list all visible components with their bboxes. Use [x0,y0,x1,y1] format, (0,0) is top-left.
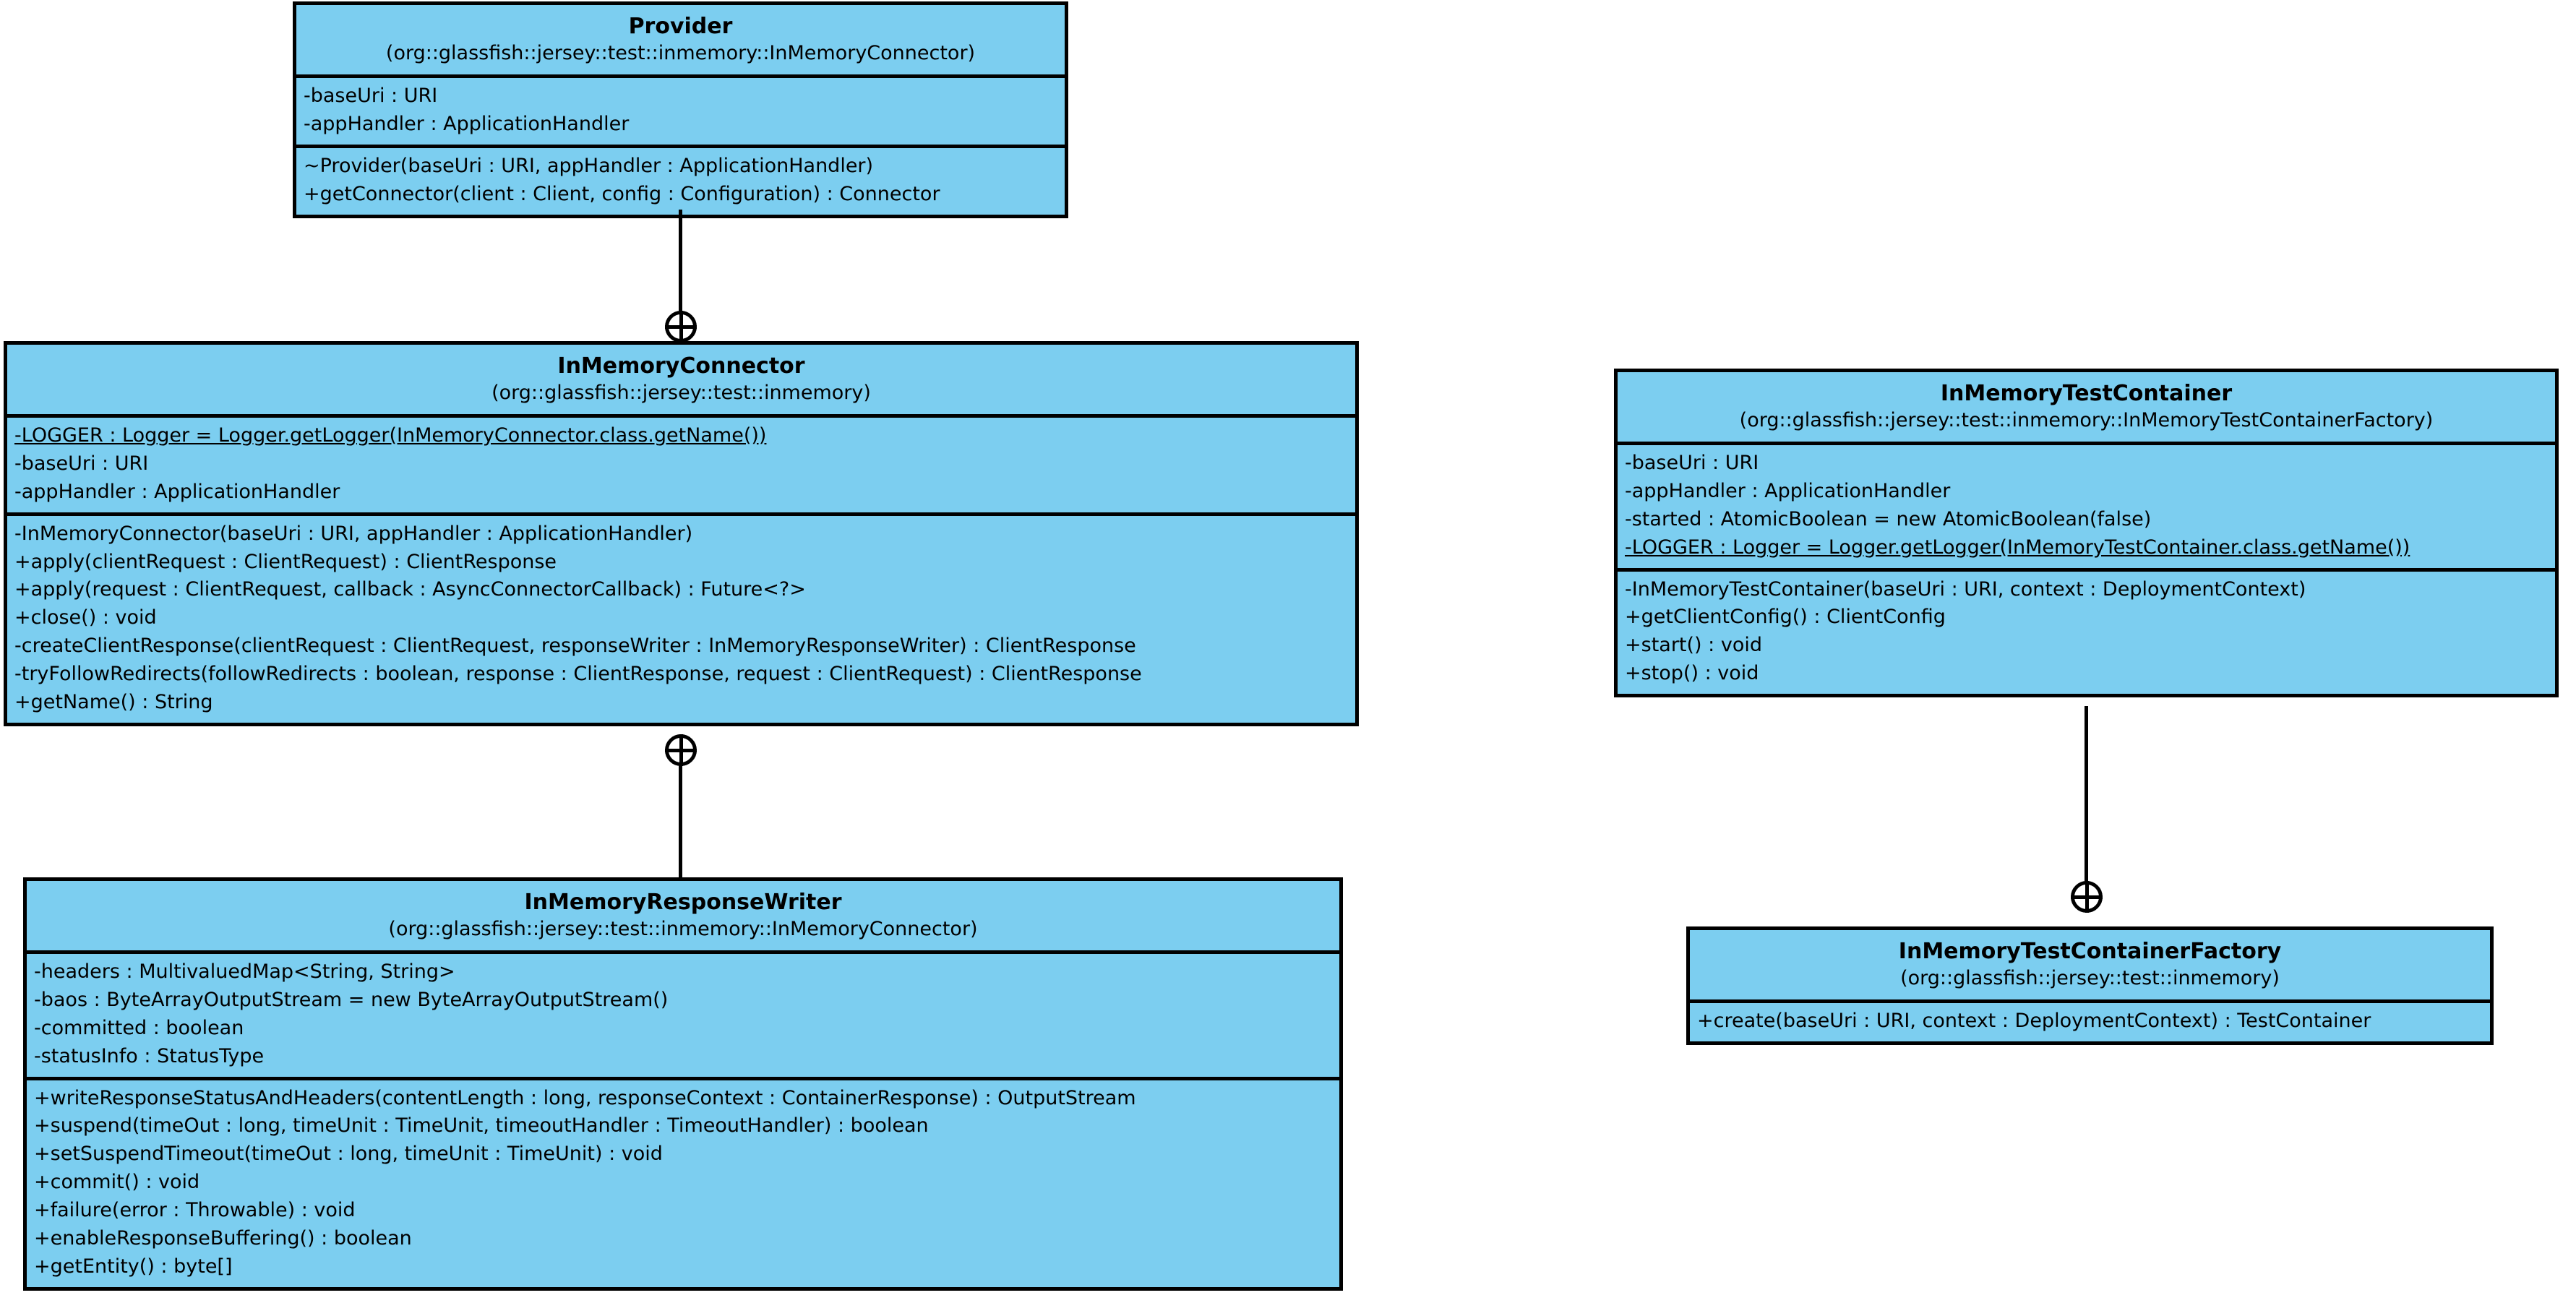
operation-row: +commit() : void [34,1171,200,1194]
class-box-inmemoryconnector[interactable]: InMemoryConnector (org::glassfish::jerse… [4,341,1359,726]
attribute-row-static: -LOGGER : Logger = Logger.getLogger(InMe… [14,424,767,447]
class-package-inmemorytestcontainerfactory: (org::glassfish::jersey::test::inmemory) [1900,967,2280,989]
connector-line-provider-inmemoryconnector [679,210,682,327]
operation-row: +getClientConfig() : ClientConfig [1625,606,1946,629]
class-operations-inmemoryresponsewriter: +writeResponseStatusAndHeaders(contentLe… [27,1076,1339,1287]
class-name-inmemorytestcontainer: InMemoryTestContainer [1940,381,2233,406]
class-attributes-inmemoryresponsewriter: -headers : MultivaluedMap<String, String… [27,950,1339,1077]
class-operations-inmemoryconnector: -InMemoryConnector(baseUri : URI, appHan… [7,512,1355,723]
operation-row: +setSuspendTimeout(timeOut : long, timeU… [34,1143,663,1166]
operation-row: +writeResponseStatusAndHeaders(contentLe… [34,1086,1136,1109]
operation-row: ~Provider(baseUri : URI, appHandler : Ap… [304,154,874,177]
class-attributes-inmemorytestcontainer: -baseUri : URI -appHandler : Application… [1618,442,2555,568]
connector-line-inmemoryconnector-inmemoryresponsewriter [679,765,682,879]
attribute-row: -appHandler : ApplicationHandler [1625,479,1951,502]
attribute-row: -headers : MultivaluedMap<String, String… [34,960,455,984]
class-attributes-inmemoryconnector: -LOGGER : Logger = Logger.getLogger(InMe… [7,414,1355,512]
class-header-inmemoryconnector: InMemoryConnector (org::glassfish::jerse… [7,345,1355,414]
class-name-inmemoryconnector: InMemoryConnector [557,353,805,379]
connector-line-inmemorytestcontainer-factory [2085,706,2088,897]
operation-row: +apply(request : ClientRequest, callback… [14,578,806,601]
class-operations-inmemorytestcontainer: -InMemoryTestContainer(baseUri : URI, co… [1618,567,2555,694]
class-box-inmemoryresponsewriter[interactable]: InMemoryResponseWriter (org::glassfish::… [23,877,1343,1291]
circle-plus-icon [2071,881,2103,913]
attribute-row-static: -LOGGER : Logger = Logger.getLogger(InMe… [1625,536,2410,559]
class-name-inmemorytestcontainerfactory: InMemoryTestContainerFactory [1898,939,2282,964]
class-package-inmemorytestcontainer: (org::glassfish::jersey::test::inmemory:… [1739,409,2434,431]
operation-row: +close() : void [14,606,157,629]
operation-row: +create(baseUri : URI, context : Deploym… [1697,1010,2371,1033]
attribute-row: -baseUri : URI [304,85,438,108]
class-header-inmemorytestcontainerfactory: InMemoryTestContainerFactory (org::glass… [1690,930,2490,999]
circle-plus-icon [665,734,697,766]
operation-row: +getConnector(client : Client, config : … [304,182,940,205]
class-operations-inmemorytestcontainerfactory: +create(baseUri : URI, context : Deploym… [1690,999,2490,1041]
operation-row: -createClientResponse(clientRequest : Cl… [14,635,1136,658]
attribute-row: -started : AtomicBoolean = new AtomicBoo… [1625,507,2152,530]
operation-row: +stop() : void [1625,662,1759,685]
class-attributes-provider: -baseUri : URI -appHandler : Application… [296,74,1065,145]
class-package-provider: (org::glassfish::jersey::test::inmemory:… [385,42,976,64]
attribute-row: -committed : boolean [34,1016,244,1039]
attribute-row: -baseUri : URI [14,452,149,475]
class-name-inmemoryresponsewriter: InMemoryResponseWriter [524,890,842,915]
class-box-inmemorytestcontainerfactory[interactable]: InMemoryTestContainerFactory (org::glass… [1686,926,2494,1045]
operation-row: +enableResponseBuffering() : boolean [34,1226,412,1250]
operation-row: +apply(clientRequest : ClientRequest) : … [14,550,557,573]
attribute-row: -statusInfo : StatusType [34,1044,265,1067]
operation-row: -InMemoryConnector(baseUri : URI, appHan… [14,522,693,545]
class-operations-provider: ~Provider(baseUri : URI, appHandler : Ap… [296,144,1065,215]
class-package-inmemoryconnector: (org::glassfish::jersey::test::inmemory) [491,382,871,404]
operation-row: +getName() : String [14,690,213,713]
operation-row: +getEntity() : byte[] [34,1255,233,1278]
class-box-provider[interactable]: Provider (org::glassfish::jersey::test::… [293,1,1068,218]
attribute-row: -appHandler : ApplicationHandler [304,112,630,135]
attribute-row: -baseUri : URI [1625,452,1759,475]
operation-row: +suspend(timeOut : long, timeUnit : Time… [34,1114,929,1138]
operation-row: +failure(error : Throwable) : void [34,1199,356,1222]
class-box-inmemorytestcontainer[interactable]: InMemoryTestContainer (org::glassfish::j… [1614,369,2559,698]
attribute-row: -baos : ByteArrayOutputStream = new Byte… [34,988,669,1011]
class-header-inmemoryresponsewriter: InMemoryResponseWriter (org::glassfish::… [27,881,1339,950]
class-header-inmemorytestcontainer: InMemoryTestContainer (org::glassfish::j… [1618,372,2555,442]
operation-row: -InMemoryTestContainer(baseUri : URI, co… [1625,577,2306,601]
operation-row: -tryFollowRedirects(followRedirects : bo… [14,663,1142,686]
circle-plus-icon [665,311,697,343]
class-name-provider: Provider [628,14,733,39]
operation-row: +start() : void [1625,634,1762,657]
class-header-provider: Provider (org::glassfish::jersey::test::… [296,5,1065,74]
class-package-inmemoryresponsewriter: (org::glassfish::jersey::test::inmemory:… [388,918,978,940]
attribute-row: -appHandler : ApplicationHandler [14,480,340,503]
